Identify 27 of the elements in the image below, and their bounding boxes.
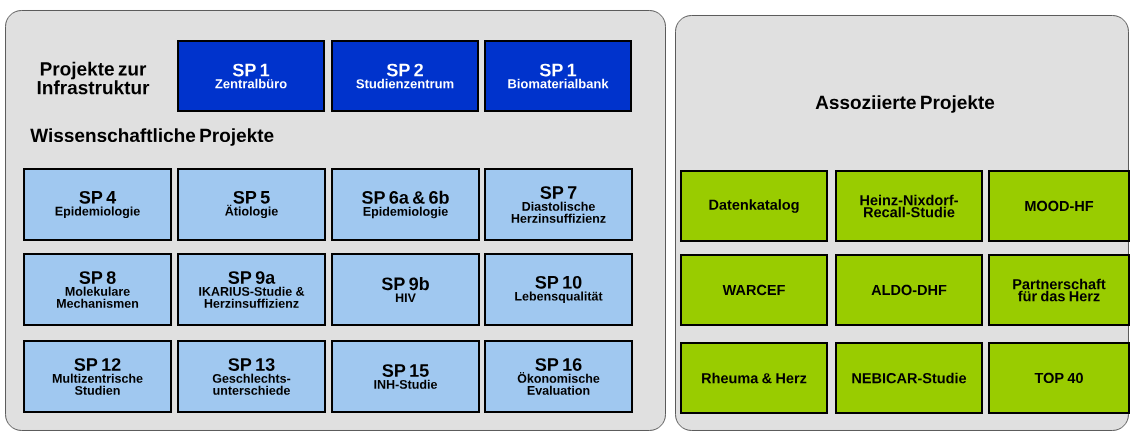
heading: Wissenschaftliche Projekte [30,128,274,146]
project-box: Partnerschaft für das Herz [988,254,1130,326]
project-box: SP 1 Biomaterialbank [484,40,632,112]
project-box: SP 2 Studienzentrum [331,40,479,112]
project-box: SP 15 INH-Studie [331,340,480,413]
project-box: SP 16 Ökonomische Evaluation [484,340,633,413]
project-box: Datenkatalog [680,170,828,242]
project-box: SP 7 Diastolische Herzinsuffizienz [484,168,633,241]
project-box: SP 8 Molekulare Mechanismen [23,253,172,326]
project-box: MOOD-HF [988,170,1130,242]
heading: Assoziierte Projekte [815,95,995,113]
heading: Projekte zur Infrastruktur [37,61,150,95]
project-box: SP 4 Epidemiologie [23,168,172,241]
project-box: SP 1 Zentralbüro [177,40,325,112]
project-box: SP 9b HIV [331,253,480,326]
project-box: NEBICAR-Studie [835,342,983,414]
project-box: WARCEF [680,254,828,326]
project-box: ALDO-DHF [835,254,983,326]
project-box: Heinz-Nixdorf-Recall-Studie [835,170,983,242]
project-box: SP 13 Geschlechts-unterschiede [177,340,326,413]
project-box: TOP 40 [988,342,1130,414]
project-box: SP 9a IKARIUS-Studie & Herzinsuffizienz [177,253,326,326]
project-box: SP 10 Lebensqualität [484,253,633,326]
project-box: SP 6a & 6b Epidemiologie [331,168,480,241]
project-box: SP 12 Multizentrische Studien [23,340,172,413]
project-box: SP 5 Ätiologie [177,168,326,241]
project-box: Rheuma & Herz [680,342,828,414]
